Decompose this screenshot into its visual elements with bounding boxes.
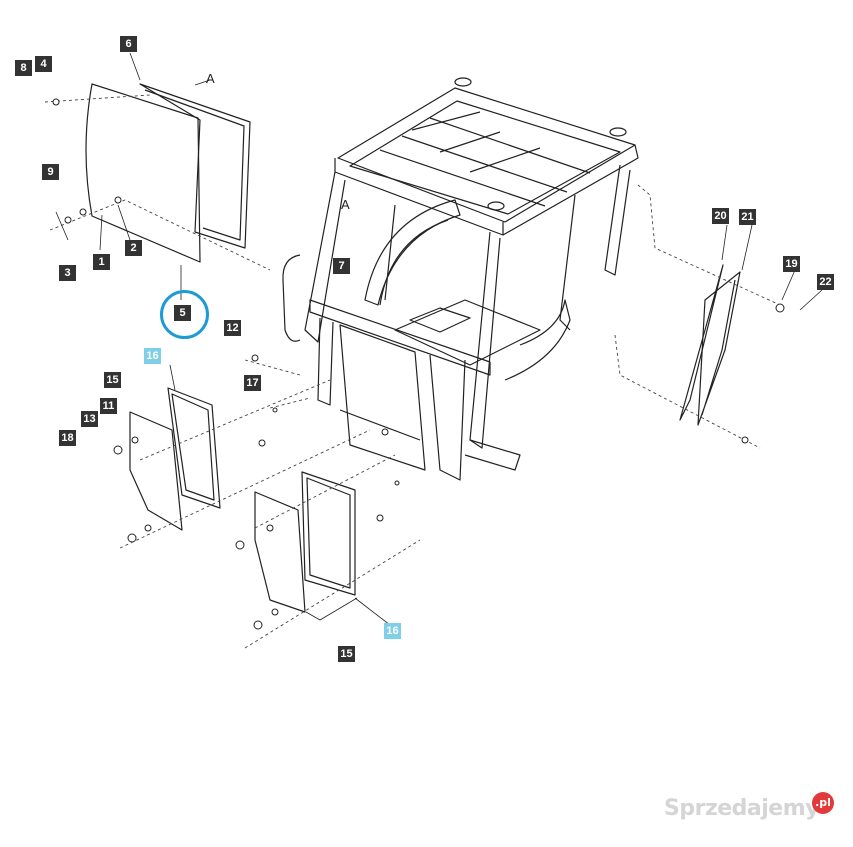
callout-4[interactable]: 4: [35, 56, 52, 72]
callout-9[interactable]: 9: [42, 164, 59, 180]
leader-lines: [55, 52, 823, 626]
cab-roof-frame: [334, 77, 639, 236]
callout-16-upper[interactable]: 16: [144, 348, 161, 364]
side-seal-left: [167, 387, 221, 509]
callout-18[interactable]: 18: [59, 430, 76, 446]
callout-6[interactable]: 6: [120, 36, 137, 52]
callout-17[interactable]: 17: [244, 375, 261, 391]
callout-12[interactable]: 12: [224, 320, 241, 336]
side-glass-lower: [254, 491, 306, 613]
cab-door-frame: [309, 299, 571, 481]
callout-8[interactable]: 8: [15, 60, 32, 76]
callout-19[interactable]: 19: [783, 256, 800, 272]
cab-grab-handle: [282, 254, 301, 342]
rear-window-seal: [139, 83, 251, 249]
side-glass-left: [129, 411, 183, 531]
callout-15-lower[interactable]: 15: [338, 646, 355, 662]
fasteners: [52, 98, 785, 630]
watermark-badge: .pl: [812, 792, 834, 814]
callout-16-lower[interactable]: 16: [384, 623, 401, 639]
callout-13[interactable]: 13: [81, 411, 98, 427]
rear-window-glass: [85, 83, 201, 263]
callout-1[interactable]: 1: [93, 254, 110, 270]
callout-2[interactable]: 2: [125, 240, 142, 256]
callout-22[interactable]: 22: [817, 274, 834, 290]
callout-7[interactable]: 7: [333, 258, 350, 274]
cab-pillars: [304, 164, 631, 449]
reference-label-a-cab: A: [341, 197, 350, 212]
side-seal-lower: [301, 471, 356, 596]
callout-20[interactable]: 20: [712, 208, 729, 224]
callout-11[interactable]: 11: [100, 398, 117, 414]
callout-15-upper[interactable]: 15: [104, 372, 121, 388]
assembly-lines: [44, 94, 781, 649]
highlight-circle: [160, 290, 209, 339]
reference-label-a-top: A: [206, 71, 215, 86]
cab-rear-arch: [364, 199, 541, 366]
callout-21[interactable]: 21: [739, 209, 756, 225]
side-window-20: [679, 264, 724, 421]
side-window-21: [697, 271, 741, 426]
callout-3[interactable]: 3: [59, 265, 76, 281]
watermark-text: Sprzedajemy: [664, 796, 820, 821]
